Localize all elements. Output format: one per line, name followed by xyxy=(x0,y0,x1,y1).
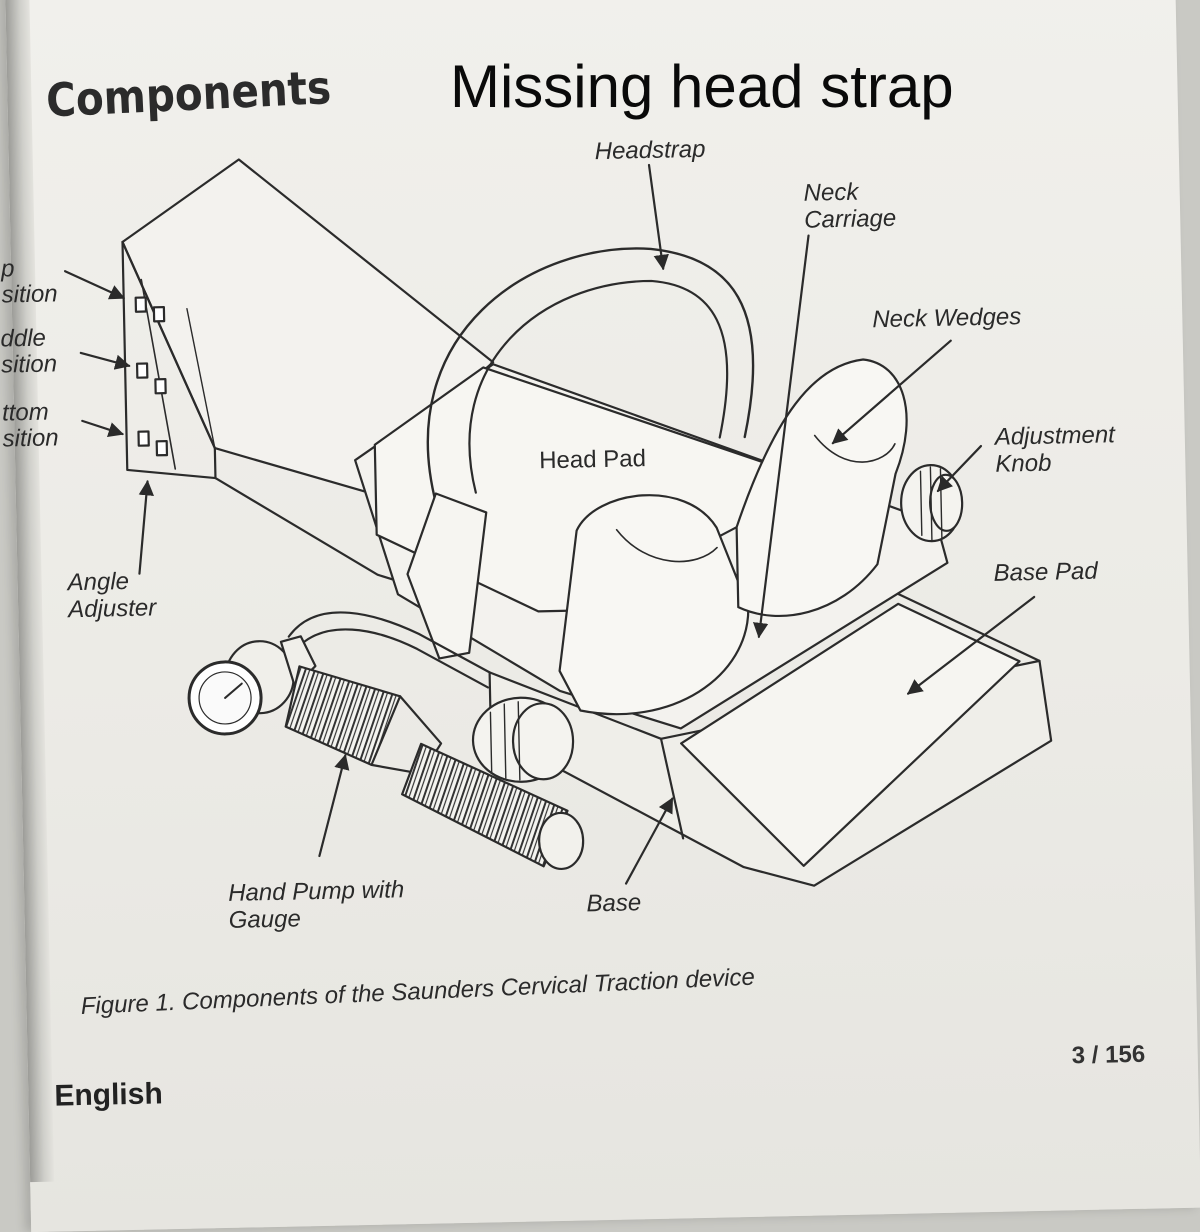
label-headstrap: Headstrap xyxy=(594,135,706,166)
label-adjustment-knob-line2: Knob xyxy=(995,449,1052,478)
hand-pump xyxy=(187,611,585,871)
label-neck-carriage: Neck Carriage xyxy=(803,178,896,234)
overlay-annotation-title: Missing head strap xyxy=(450,53,954,120)
label-hand-pump: Hand Pump with Gauge xyxy=(228,876,405,934)
label-base: Base xyxy=(586,889,642,918)
label-angle-adjuster-line1: Angle xyxy=(67,567,130,597)
label-base-pad: Base Pad xyxy=(993,557,1098,587)
label-neck-carriage-line2: Carriage xyxy=(803,204,897,234)
device-illustration xyxy=(64,158,1053,887)
label-bottom-position-cut: ttom sition xyxy=(1,398,59,453)
footer-page-number: 3 / 156 xyxy=(1071,1040,1146,1070)
label-middle-position-cut: ddle sition xyxy=(0,324,58,379)
label-top-position-line1: p xyxy=(0,255,15,283)
label-head-pad: Head Pad xyxy=(538,445,647,475)
label-angle-adjuster-line2: Adjuster xyxy=(67,594,157,624)
label-neck-wedges: Neck Wedges xyxy=(872,303,1022,334)
label-angle-adjuster: Angle Adjuster xyxy=(67,567,156,623)
label-hand-pump-line2: Gauge xyxy=(228,905,302,934)
footer-language: English xyxy=(54,1077,164,1113)
label-adjustment-knob-line1: Adjustment xyxy=(994,421,1116,451)
neck-wedges xyxy=(558,358,908,716)
label-hand-pump-line1: Hand Pump with xyxy=(227,876,405,907)
front-knob xyxy=(471,696,575,783)
label-adjustment-knob: Adjustment Knob xyxy=(994,421,1115,478)
label-neck-carriage-line1: Neck xyxy=(803,178,859,207)
label-middle-position-line1: ddle xyxy=(0,324,47,353)
angle-adjuster-block xyxy=(121,158,495,586)
base-pad xyxy=(680,602,1021,867)
label-top-position-line2: sition xyxy=(1,280,58,309)
label-bottom-position-line2: sition xyxy=(2,424,59,453)
label-middle-position-line2: sition xyxy=(0,350,58,379)
headstrap xyxy=(406,247,755,660)
label-top-position-cut: p sition xyxy=(1,255,58,308)
label-bottom-position-line1: ttom xyxy=(1,398,50,427)
callout-arrows xyxy=(64,163,1036,885)
